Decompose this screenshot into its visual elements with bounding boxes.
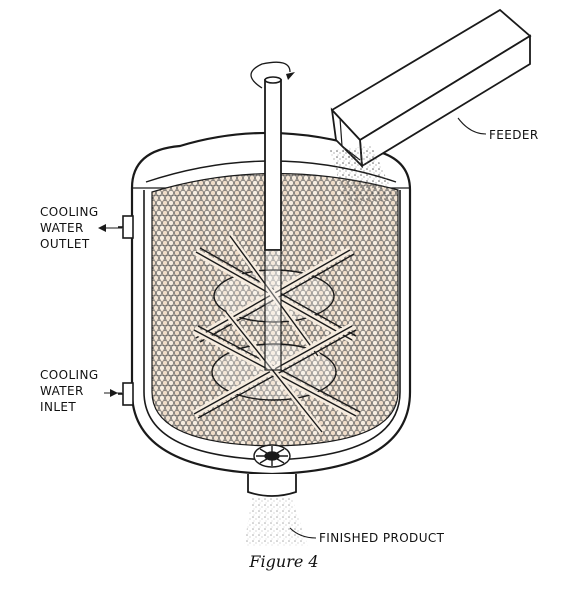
finished-product-label: FINISHED PRODUCT (319, 531, 445, 545)
cooling-inlet-label-line1: COOLING (40, 368, 99, 382)
cooling-outlet-label: COOLING WATER OUTLET (40, 204, 99, 252)
cooling-inlet-label: COOLING WATER INLET (40, 367, 99, 415)
discharge-grate (253, 444, 291, 468)
rotation-arrow-icon (250, 61, 295, 89)
agitator-assembly (192, 234, 361, 434)
cooling-outlet-label-line3: OUTLET (40, 237, 90, 251)
vessel-outer-shell (130, 131, 412, 476)
feeder-label: FEEDER (489, 128, 539, 142)
cooling-outlet-label-line1: COOLING (40, 205, 99, 219)
product-stream (244, 498, 308, 546)
feeder-leader (457, 117, 487, 135)
feed-stream (330, 146, 396, 206)
figure-caption: Figure 4 (249, 552, 319, 571)
product-leader (289, 527, 317, 539)
cooling-inlet-label-line3: INLET (40, 400, 77, 414)
discharge-pipe (247, 474, 297, 497)
cooling-outlet-label-line2: WATER (40, 221, 84, 235)
cooling-inlet-label-line2: WATER (40, 384, 84, 398)
agitator-shaft (264, 76, 282, 371)
cooling-inlet-nozzle (118, 382, 134, 406)
arrow-left-icon (98, 224, 118, 397)
cooling-outlet-nozzle (118, 215, 134, 239)
